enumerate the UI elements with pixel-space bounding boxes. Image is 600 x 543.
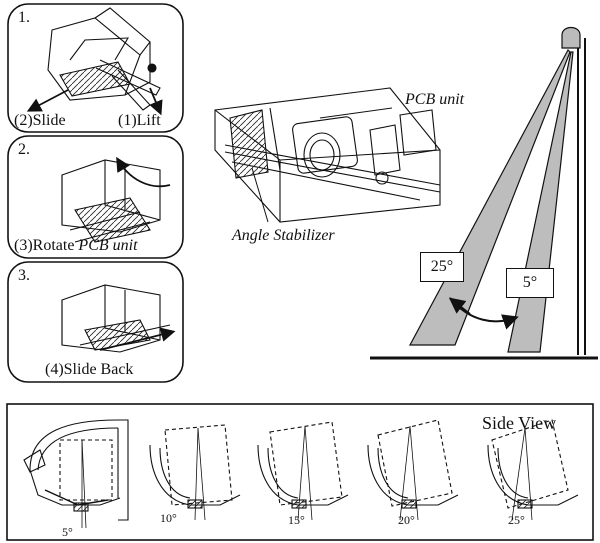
beam-5-deg bbox=[507, 51, 574, 353]
angle-box-5: 5° bbox=[506, 268, 554, 298]
side-angle-15: 15° bbox=[288, 513, 305, 527]
sensor-icon bbox=[561, 26, 581, 49]
side-angle-20: 20° bbox=[398, 513, 415, 527]
side-view-frame bbox=[6, 403, 594, 541]
step2-caption: (3)Rotate PCB unit bbox=[14, 237, 138, 254]
side-angle-25: 25° bbox=[508, 513, 525, 527]
side-view-profile-4 bbox=[367, 419, 459, 521]
step3-caption: (4)Slide Back bbox=[45, 361, 134, 378]
step1-slide-caption: (2)Slide bbox=[14, 112, 66, 129]
pcb-assembly bbox=[214, 87, 441, 223]
step1-number: 1. bbox=[18, 9, 30, 26]
step1-lift-caption: (1)Lift bbox=[118, 112, 161, 129]
pcb-unit-label: PCB unit bbox=[405, 91, 465, 108]
step3-number: 3. bbox=[18, 267, 30, 284]
step3-panel bbox=[7, 261, 184, 383]
step2-number: 2. bbox=[18, 141, 30, 158]
step2-panel bbox=[7, 135, 184, 259]
side-view-profile-2 bbox=[149, 424, 241, 521]
step1-panel bbox=[7, 3, 184, 133]
side-view-profile-3 bbox=[257, 421, 349, 521]
side-angle-10: 10° bbox=[160, 511, 177, 525]
angle-box-25: 25° bbox=[420, 252, 464, 282]
side-view-title: Side View bbox=[482, 413, 557, 433]
side-angle-5: 5° bbox=[62, 525, 73, 539]
pcb-leader-line bbox=[319, 107, 393, 119]
side-view-profile-1 bbox=[23, 419, 129, 529]
stabilizer-leader-line bbox=[251, 167, 269, 223]
angle-stabilizer-label: Angle Stabilizer bbox=[232, 227, 335, 244]
side-view-profile-5 bbox=[487, 419, 579, 521]
